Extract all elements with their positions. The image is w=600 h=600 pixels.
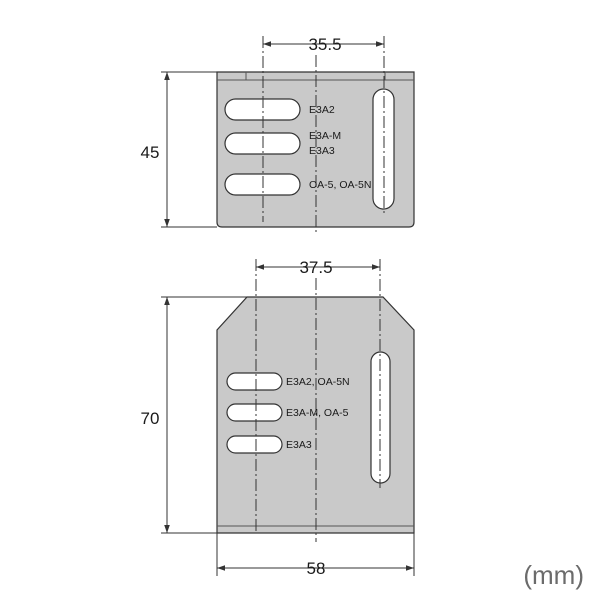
unit-label: (mm) xyxy=(523,560,584,590)
bottom-height-dimension: 70 xyxy=(141,409,160,428)
top-height-dimension: 45 xyxy=(141,143,160,162)
top-label-e3a-m: E3A-M xyxy=(309,130,341,142)
bottom-label-e3a-m: E3A-M, OA-5 xyxy=(286,407,349,419)
top-label-e3a2: E3A2 xyxy=(309,104,335,116)
bottom-slot-e3a-m xyxy=(226,403,283,422)
overall-width-dimension: 58 xyxy=(307,559,326,578)
bottom-slot-e3a3 xyxy=(226,435,283,454)
top-width-dimension: 35.5 xyxy=(308,35,341,54)
bottom-width-dimension: 37.5 xyxy=(299,258,332,277)
bottom-label-e3a3: E3A3 xyxy=(286,439,312,451)
top-bracket-view: 45 35.5 E3A2 E3A-M E3A3 OA-5, OA-5N xyxy=(141,35,415,235)
top-label-e3a3: E3A3 xyxy=(309,145,335,157)
top-label-oa5: OA-5, OA-5N xyxy=(309,179,371,191)
bottom-slot-e3a2 xyxy=(226,372,283,391)
top-vertical-slot xyxy=(372,88,395,210)
bottom-label-e3a2: E3A2, OA-5N xyxy=(286,376,350,388)
bottom-bracket-view: 70 37.5 58 E3A2, OA-5N E3A-M, OA-5 E3A3 xyxy=(141,258,415,578)
